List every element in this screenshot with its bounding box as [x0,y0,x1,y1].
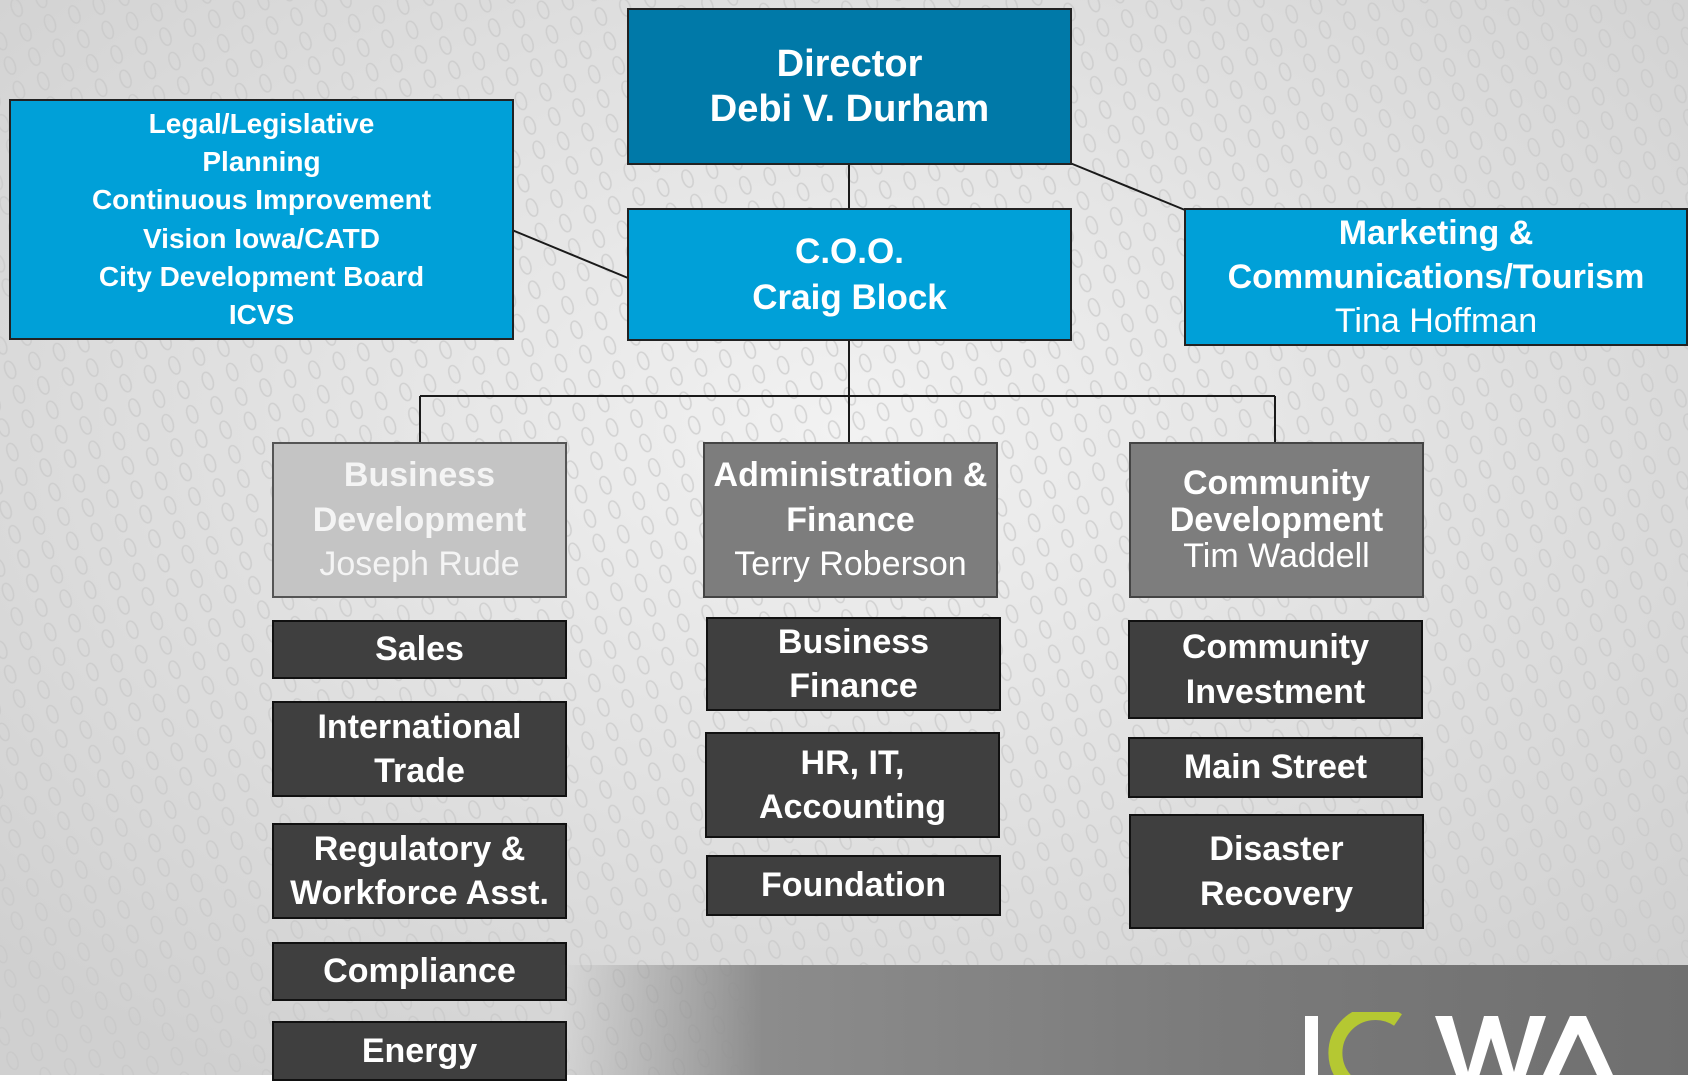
city-development-board-line: City Development Board [98,260,425,292]
international-trade-line2: Trade [374,752,465,790]
business-development-title2: Development [312,500,527,539]
main-street-box: Main Street [1128,737,1423,798]
community-investment-line1: Community [1182,628,1369,667]
energy-box: Energy [272,1021,567,1081]
business-finance-line1: Business [777,622,930,661]
international-trade-line1: International [317,707,522,746]
community-investment-line2: Investment [1185,672,1366,711]
administration-finance-box: Administration & Finance Terry Roberson [703,442,998,598]
planning-line: Planning [202,146,321,178]
business-development-box: Business Development Joseph Rude [272,442,567,598]
legal-planning-box: Legal/Legislative Planning Continuous Im… [9,99,514,340]
main-street-label: Main Street [1183,748,1368,787]
regulatory-workforce-line2: Workforce Asst. [290,874,549,912]
coo-box: C.O.O. Craig Block [627,208,1072,341]
compliance-box: Compliance [272,942,567,1001]
coo-name: Craig Block [752,277,947,317]
business-finance-line2: Finance [789,667,918,705]
business-finance-box: Business Finance [706,617,1001,711]
disaster-recovery-box: Disaster Recovery [1129,814,1424,929]
community-investment-box: Community Investment [1128,620,1423,719]
director-name: Debi V. Durham [709,87,990,130]
energy-label: Energy [361,1031,478,1070]
marketing-line1: Marketing & [1338,213,1534,252]
disaster-recovery-line1: Disaster [1209,830,1344,869]
compliance-label: Compliance [323,952,516,991]
disaster-recovery-line2: Recovery [1199,874,1354,913]
business-development-name: Joseph Rude [319,545,520,584]
marketing-line2: Communications/Tourism [1227,257,1645,296]
administration-finance-title2: Finance [786,500,915,539]
hr-it-accounting-line1: HR, IT, [800,743,905,782]
hr-it-accounting-box: HR, IT, Accounting [705,732,1000,838]
icvs-line: ICVS [228,298,295,330]
continuous-improvement-line: Continuous Improvement [91,184,432,216]
marketing-name: Tina Hoffman [1334,302,1538,341]
community-development-box: Community Development Tim Waddell [1129,442,1424,598]
hr-it-accounting-line2: Accounting [759,788,946,826]
marketing-box: Marketing & Communications/Tourism Tina … [1184,208,1688,346]
iowa-logo [1305,1012,1613,1075]
sales-box: Sales [272,620,567,679]
administration-finance-name: Terry Roberson [734,545,967,584]
director-box: Director Debi V. Durham [627,8,1072,165]
sales-label: Sales [375,630,464,669]
foundation-box: Foundation [706,855,1001,916]
regulatory-workforce-box: Regulatory & Workforce Asst. [272,823,567,919]
community-development-title2: Development [1169,500,1384,539]
international-trade-box: International Trade [272,701,567,797]
legal-line: Legal/Legislative [148,108,375,140]
administration-finance-title1: Administration & [713,455,988,494]
coo-title: C.O.O. [795,232,904,271]
director-title: Director [776,42,923,85]
community-development-name: Tim Waddell [1183,537,1370,576]
regulatory-workforce-line1: Regulatory & [313,829,526,868]
vision-iowa-line: Vision Iowa/CATD [143,222,380,254]
community-development-title1: Community [1183,463,1370,502]
foundation-label: Foundation [760,866,947,905]
business-development-title1: Business [343,455,496,494]
